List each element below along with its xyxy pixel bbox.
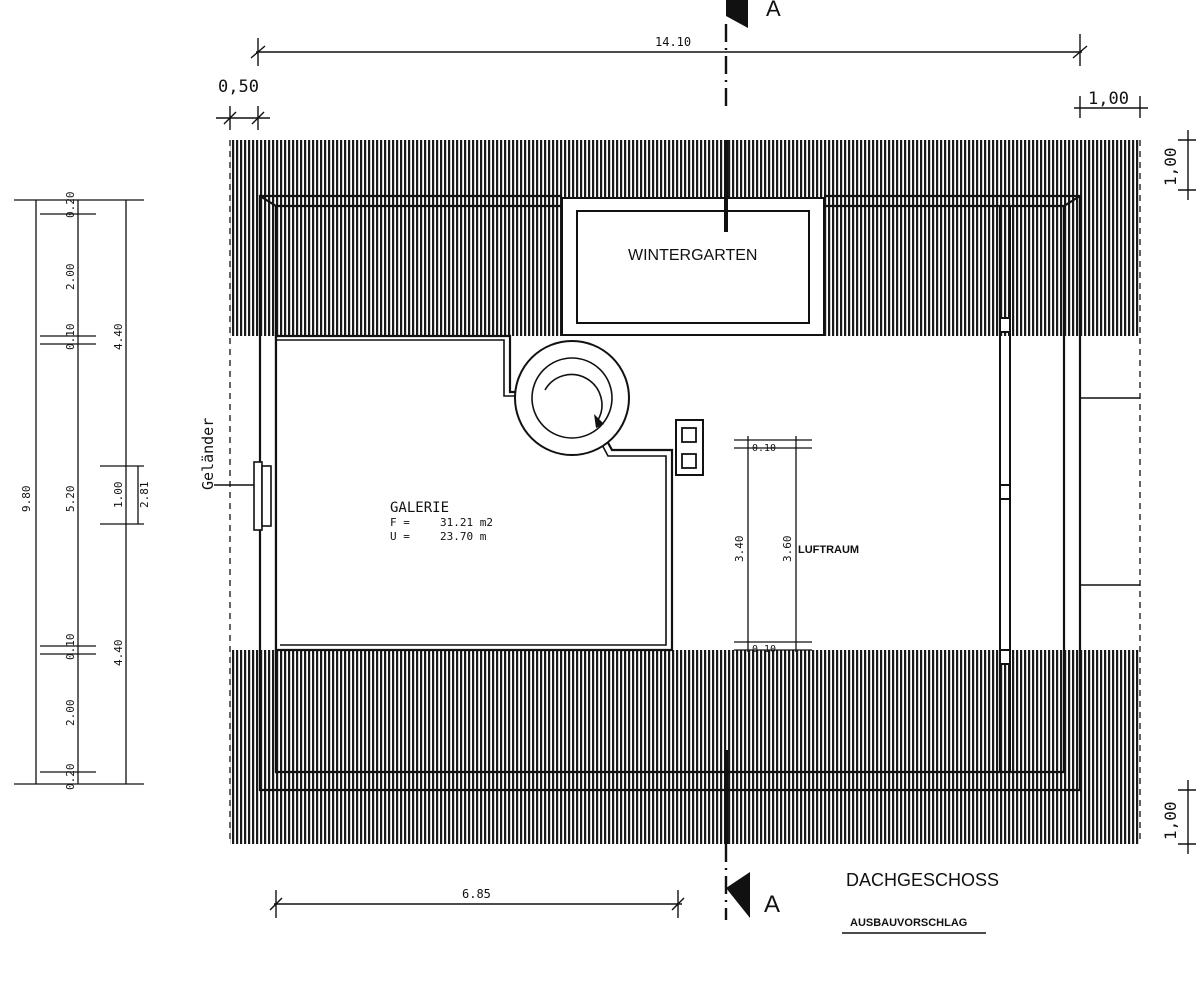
wintergarten-frame xyxy=(561,197,825,336)
dim-left-inner-1: 1.00 xyxy=(112,482,125,509)
dim-bottom-galerie: 6.85 xyxy=(462,887,491,901)
inner-wall-right xyxy=(999,206,1011,772)
dim-top-total-line xyxy=(250,34,1088,66)
dim-luftraum-bottom: 0.10 xyxy=(752,644,776,655)
right-dormer xyxy=(1079,336,1140,650)
dim-top-right-overhang-line xyxy=(1074,96,1148,118)
room-label-wintergarten: WINTERGARTEN xyxy=(628,247,757,264)
dim-left-outer-6: 0.20 xyxy=(64,764,77,791)
outer-walls xyxy=(258,194,1082,792)
dim-left-outer-3: 5.20 xyxy=(64,486,77,513)
label-gelaender: Geländer xyxy=(199,418,217,490)
dim-left-chains xyxy=(14,199,144,785)
galerie-perimeter-value: 23.70 m xyxy=(440,530,487,543)
dim-luftraum-lines xyxy=(734,436,812,652)
section-line-a xyxy=(724,0,750,920)
drawing-title: DACHGESCHOSS xyxy=(846,870,999,890)
dim-left-outer-4: 0.10 xyxy=(64,634,77,661)
section-label-top: A xyxy=(766,0,781,21)
dim-left-2-81: 2.81 xyxy=(138,482,151,509)
dim-top-left-overhang: 0,50 xyxy=(218,77,259,97)
dim-luftraum-top: 0.10 xyxy=(752,443,776,454)
dim-luftraum-height-outer: 3.40 xyxy=(733,536,746,563)
dim-right-bottom-overhang: 1,00 xyxy=(1161,801,1180,840)
dim-bottom-galerie-line xyxy=(269,890,685,918)
dim-left-inner-2: 4.40 xyxy=(112,640,125,667)
room-label-galerie: GALERIE xyxy=(390,500,449,516)
section-label-bottom: A xyxy=(764,891,780,918)
dim-left-total: 9.80 xyxy=(20,486,33,513)
spiral-staircase xyxy=(514,340,630,456)
drawing-subtitle: AUSBAUVORSCHLAG xyxy=(850,917,967,929)
dim-left-outer-2: 0.10 xyxy=(64,324,77,351)
dim-right-top-overhang: 1,00 xyxy=(1161,147,1180,186)
dim-left-inner-0: 4.40 xyxy=(112,324,125,351)
dim-top-left-overhang-line xyxy=(216,106,270,130)
roof-outline xyxy=(229,140,1141,844)
dim-luftraum-height-inner: 3.60 xyxy=(781,536,794,563)
dim-top-right-overhang: 1,00 xyxy=(1088,89,1129,109)
chimney xyxy=(675,419,704,476)
galerie-area-label: F = xyxy=(390,516,410,529)
roof-hatching xyxy=(230,140,1140,844)
dim-top-total: 14.10 xyxy=(655,35,691,49)
room-label-luftraum: LUFTRAUM xyxy=(798,544,859,556)
galerie-area-value: 31.21 m2 xyxy=(440,516,493,529)
dim-right-overhangs-lines xyxy=(1178,130,1196,854)
dim-left-outer-5: 2.00 xyxy=(64,700,77,727)
gelaender-railing xyxy=(214,461,272,531)
dim-left-outer-1: 2.00 xyxy=(64,264,77,291)
galerie-perimeter-label: U = xyxy=(390,530,410,543)
dim-left-outer-0: 0.20 xyxy=(64,192,77,219)
